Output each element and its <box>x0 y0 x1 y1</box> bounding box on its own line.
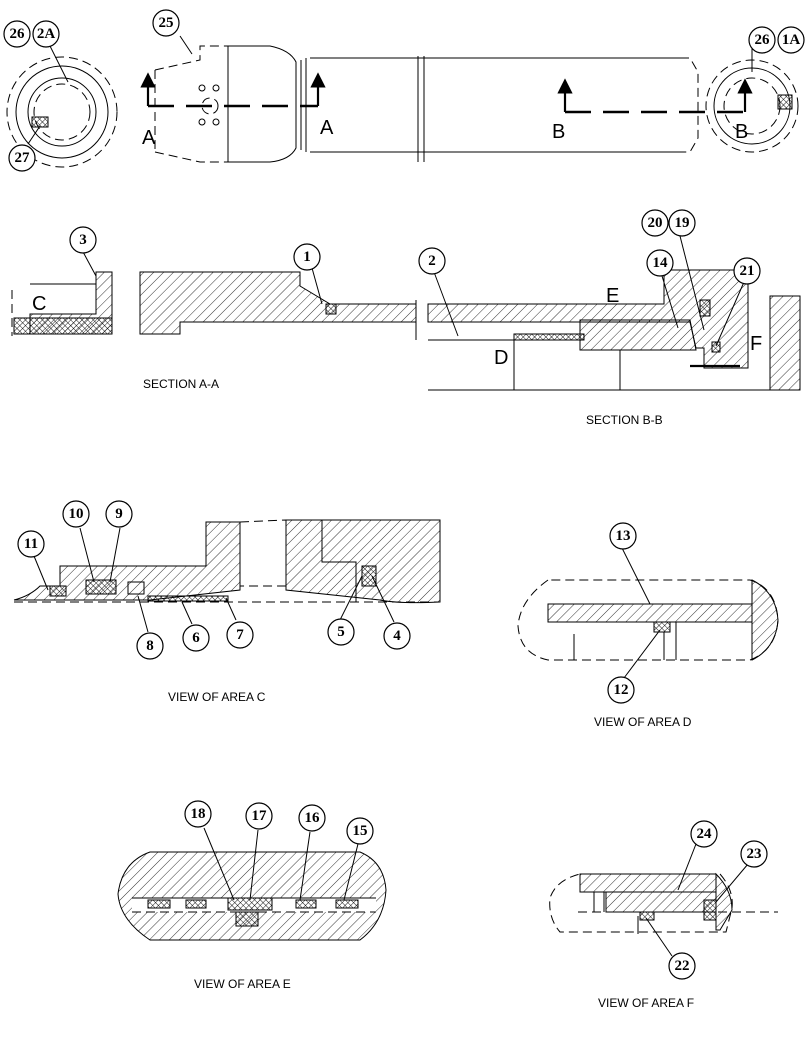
svg-text:26: 26 <box>10 26 26 42</box>
svg-text:12: 12 <box>614 682 629 698</box>
callout-3: 3 <box>69 226 97 254</box>
svg-text:1: 1 <box>303 249 311 265</box>
end-view-left <box>6 45 118 168</box>
callout-17: 17 <box>245 802 273 830</box>
svg-text:16: 16 <box>305 810 321 826</box>
area-c-label: C <box>32 293 46 315</box>
svg-text:13: 13 <box>616 528 631 544</box>
section-a-a: C 3 1 SECTION A-A <box>11 226 417 391</box>
svg-text:26: 26 <box>755 32 771 48</box>
callout-14: 14 <box>646 249 674 277</box>
svg-text:11: 11 <box>24 536 38 552</box>
callout-2a: 2A <box>32 20 60 48</box>
svg-text:15: 15 <box>353 823 368 839</box>
cut-b-right-label: B <box>735 121 748 143</box>
svg-text:5: 5 <box>337 624 345 640</box>
callout-22: 22 <box>668 952 696 980</box>
svg-text:21: 21 <box>740 263 755 279</box>
callout-13: 13 <box>609 522 637 550</box>
view-c-title: VIEW OF AREA C <box>168 690 266 704</box>
callout-11: 11 <box>17 530 45 558</box>
end-view-right <box>705 46 799 153</box>
callout-16: 16 <box>298 804 326 832</box>
svg-text:2A: 2A <box>37 26 56 42</box>
svg-text:2: 2 <box>428 253 436 269</box>
callout-5: 5 <box>327 618 355 646</box>
area-f-label: F <box>750 333 762 355</box>
callout-4: 4 <box>383 622 411 650</box>
svg-text:25: 25 <box>159 15 174 31</box>
callout-15: 15 <box>346 817 374 845</box>
callout-9: 9 <box>105 500 133 528</box>
view-area-e: 18 17 16 15 VIEW OF AREA E <box>117 800 387 991</box>
callout-24: 24 <box>690 820 718 848</box>
section-b-b: D E F 2 20 19 14 21 SECTION B-B <box>418 209 801 427</box>
callout-1a: 1A <box>777 26 805 54</box>
callout-25: 25 <box>152 9 180 37</box>
callout-21: 21 <box>733 257 761 285</box>
svg-text:27: 27 <box>15 150 31 166</box>
view-e-title: VIEW OF AREA E <box>194 977 291 991</box>
svg-text:14: 14 <box>653 255 669 271</box>
callout-12: 12 <box>607 676 635 704</box>
top-overview: A A B B 26 2A 27 25 26 1A <box>3 9 805 172</box>
svg-text:24: 24 <box>697 826 713 842</box>
callout-19: 19 <box>668 209 696 237</box>
callout-10: 10 <box>62 500 90 528</box>
callout-23: 23 <box>740 840 768 868</box>
svg-text:17: 17 <box>252 808 268 824</box>
svg-text:1A: 1A <box>782 32 801 48</box>
callout-18: 18 <box>184 800 212 828</box>
view-f-title: VIEW OF AREA F <box>598 996 694 1010</box>
view-area-d: 13 12 VIEW OF AREA D <box>517 522 779 729</box>
area-d-label: D <box>494 347 508 369</box>
svg-text:19: 19 <box>675 215 690 231</box>
view-area-f: 24 23 22 VIEW OF AREA F <box>549 820 778 1010</box>
callout-7: 7 <box>226 621 254 649</box>
cylinder-body <box>154 45 699 163</box>
view-area-c: 11 10 9 8 6 7 5 4 VIEW OF AREA C <box>13 500 441 704</box>
cut-line-b: B B <box>552 78 753 143</box>
callout-1: 1 <box>293 243 321 271</box>
svg-text:8: 8 <box>146 638 154 654</box>
callout-26-right: 26 <box>748 26 776 54</box>
svg-text:7: 7 <box>236 627 244 643</box>
svg-text:20: 20 <box>648 215 663 231</box>
area-e-label: E <box>606 285 619 307</box>
svg-text:18: 18 <box>191 806 206 822</box>
svg-text:10: 10 <box>69 506 84 522</box>
section-bb-title: SECTION B-B <box>586 413 663 427</box>
svg-text:22: 22 <box>675 958 690 974</box>
svg-text:3: 3 <box>79 232 87 248</box>
callout-2: 2 <box>418 247 446 275</box>
svg-text:6: 6 <box>192 630 200 646</box>
cut-a-left-label: A <box>142 127 156 149</box>
callout-26-left: 26 <box>3 20 31 48</box>
section-aa-title: SECTION A-A <box>143 377 219 391</box>
svg-text:23: 23 <box>747 846 762 862</box>
callout-6: 6 <box>182 624 210 652</box>
svg-text:4: 4 <box>393 628 401 644</box>
callout-27: 27 <box>8 144 36 172</box>
svg-text:9: 9 <box>115 506 123 522</box>
callout-8: 8 <box>136 632 164 660</box>
cut-b-left-label: B <box>552 121 565 143</box>
cut-a-right-label: A <box>320 117 334 139</box>
view-d-title: VIEW OF AREA D <box>594 715 692 729</box>
callout-20: 20 <box>641 209 669 237</box>
cut-line-a: A A <box>140 72 334 149</box>
